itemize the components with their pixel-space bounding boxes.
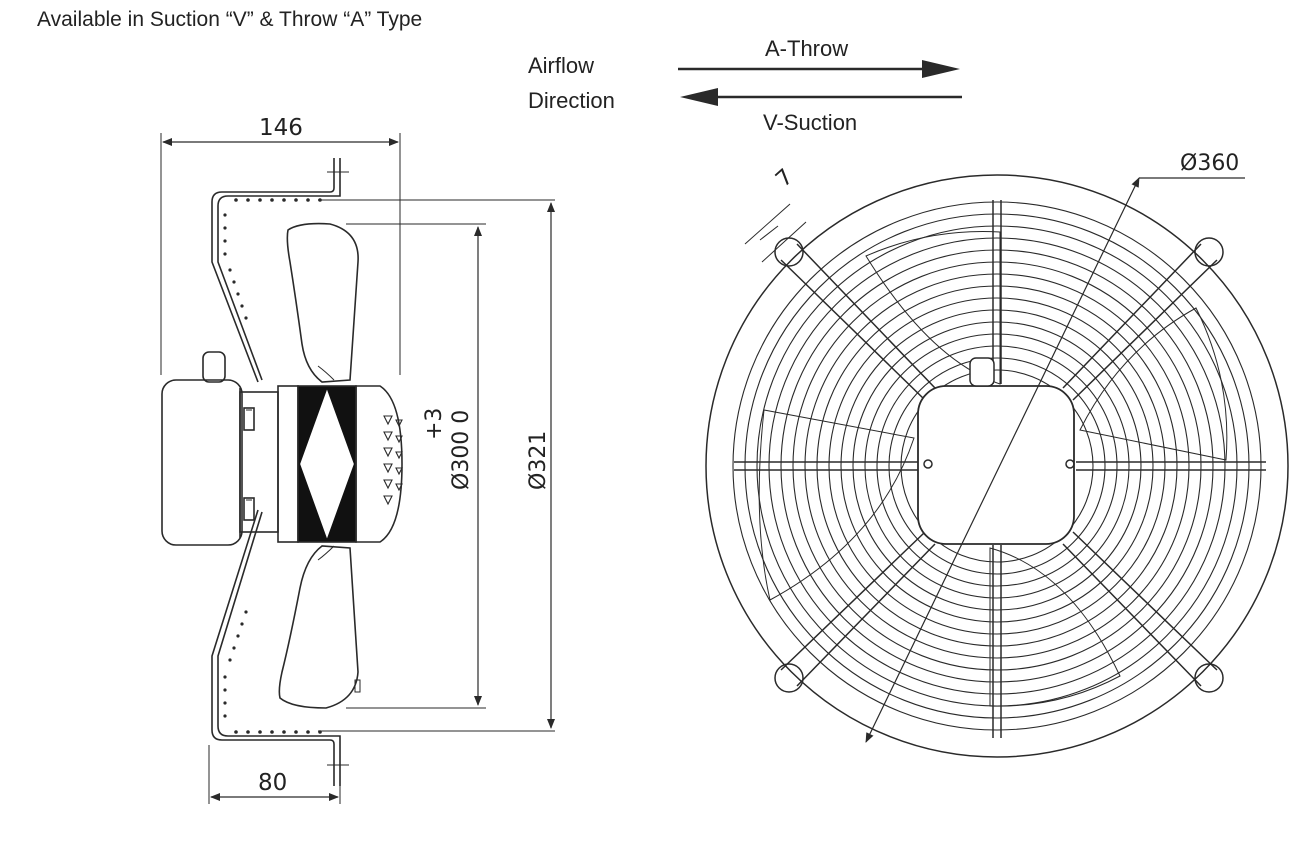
blade-outline-2 [1079, 307, 1228, 461]
blade-top [286, 222, 359, 383]
top-flange [211, 158, 335, 383]
dim-146-label: 146 [259, 115, 303, 141]
hub-vents [383, 415, 403, 506]
airflow-label: Airflow [528, 53, 594, 78]
outer-ring [705, 174, 1289, 758]
motor-housing [161, 379, 243, 546]
rotor-hub [277, 385, 299, 543]
direction-label: Direction [528, 88, 615, 113]
dim-300-tol-label: +3 [422, 408, 447, 440]
dim-80-label: 80 [258, 770, 287, 796]
front-view [705, 174, 1289, 758]
suction-arrow-head [680, 88, 718, 106]
bottom-flange [211, 509, 335, 786]
dim-360-label: Ø360 [1180, 151, 1239, 176]
mount-ear-tr [1194, 237, 1224, 267]
terminal-box [202, 351, 226, 383]
suction-label: V-Suction [763, 110, 857, 135]
mount-ear-bl [774, 663, 804, 693]
dim-7-label: 7 [771, 165, 798, 193]
throw-label: A-Throw [765, 36, 848, 61]
side-view [160, 133, 555, 804]
hub-diamond [300, 389, 354, 539]
throw-arrow-head [922, 60, 960, 78]
dim-300-label: Ø300 0 [449, 410, 474, 490]
blade-bottom [278, 545, 359, 709]
dim-line-360 [865, 177, 1140, 743]
top-rivets [223, 198, 322, 320]
page-heading: Available in Suction “V” & Throw “A” Typ… [37, 8, 422, 31]
dim-line-7 [759, 225, 779, 241]
front-motor-box [917, 385, 1075, 545]
bottom-rivets [223, 610, 322, 734]
mount-ear-br [1194, 663, 1224, 693]
airflow-legend: Airflow Direction A-Throw V-Suction [528, 36, 962, 135]
dim-321-label: Ø321 [526, 431, 551, 490]
